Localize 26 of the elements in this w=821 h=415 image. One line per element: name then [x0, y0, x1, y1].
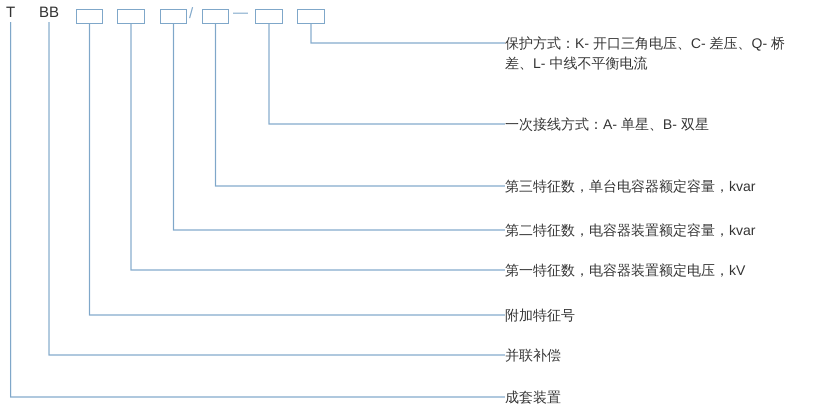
code-box	[76, 9, 103, 24]
leader-line	[88, 24, 505, 316]
separator-sign: /	[189, 5, 194, 23]
leader-line	[48, 22, 505, 356]
leader-line	[268, 24, 505, 125]
code-box	[297, 9, 325, 24]
description-text: 一次接线方式：A- 单星、B- 双星	[505, 114, 795, 134]
code-box	[202, 9, 229, 24]
description-text: 保护方式：K- 开口三角电压、C- 差压、Q- 桥差、L- 中线不平衡电流	[505, 33, 795, 73]
separator-sign: —	[233, 4, 248, 22]
code-letter: BB	[39, 4, 60, 22]
description-text: 第三特征数，单台电容器额定容量，kvar	[505, 176, 795, 196]
leader-line	[214, 24, 505, 187]
description-text: 成套装置	[505, 387, 795, 407]
description-text: 附加特征号	[505, 305, 795, 325]
leader-line	[172, 24, 505, 231]
leader-line	[10, 22, 505, 398]
code-box	[255, 9, 283, 24]
code-box	[160, 9, 187, 24]
leader-line	[130, 24, 505, 271]
description-text: 第一特征数，电容器装置额定电压，kV	[505, 260, 795, 280]
description-text: 并联补偿	[505, 345, 795, 365]
description-text: 第二特征数，电容器装置额定容量，kvar	[505, 220, 795, 240]
code-box	[117, 9, 145, 24]
code-letter: T	[6, 4, 16, 22]
leader-line	[310, 24, 505, 44]
